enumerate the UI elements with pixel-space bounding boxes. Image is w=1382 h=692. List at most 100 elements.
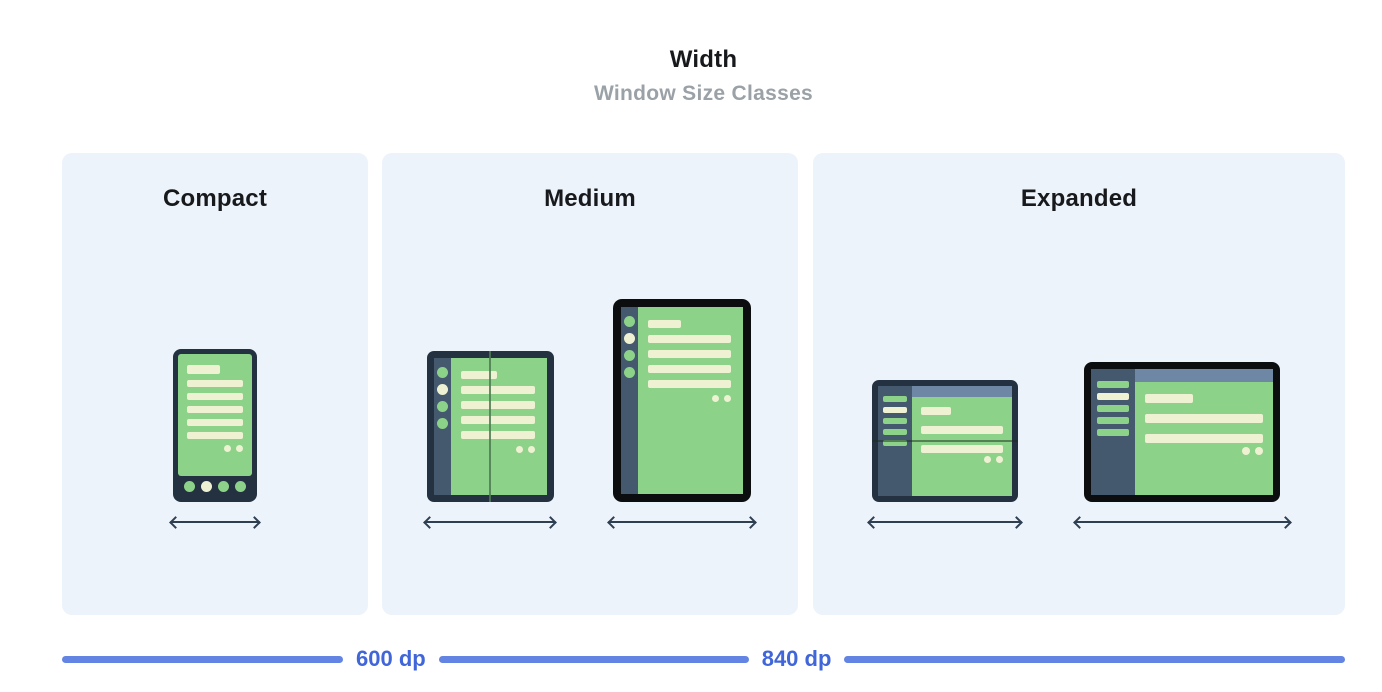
list-line xyxy=(460,386,535,394)
nav-rail xyxy=(433,358,451,495)
device-unit-phone xyxy=(169,349,261,529)
panel-expanded: Expanded xyxy=(813,153,1345,615)
rail-dot-icon xyxy=(624,316,635,327)
scale-line-segment xyxy=(844,655,1345,663)
tablet-portrait-illustration xyxy=(613,299,751,502)
dot-icon xyxy=(712,395,719,402)
arrowhead-right xyxy=(1278,515,1292,529)
panel-medium-devices xyxy=(382,299,798,529)
list-line xyxy=(920,426,1003,434)
action-dots xyxy=(921,456,1003,463)
panel-compact: Compact xyxy=(62,153,368,615)
list-line xyxy=(460,416,535,424)
diagram-title: Width xyxy=(669,46,738,73)
breakpoint-label-600dp: 600 dp xyxy=(356,646,426,671)
list-line xyxy=(648,380,731,388)
action-dots xyxy=(1145,447,1263,455)
breakpoint-scale: 600 dp 840 dp xyxy=(62,643,1345,675)
list-line xyxy=(1145,434,1263,443)
panel-compact-devices xyxy=(62,349,368,529)
panel-compact-label: Compact xyxy=(162,185,268,212)
rail-dot-icon xyxy=(624,350,635,361)
action-dots xyxy=(187,445,243,452)
nav-dot-icon xyxy=(201,481,212,492)
arrow-shaft xyxy=(170,520,260,524)
sidebar-line xyxy=(1097,429,1129,436)
arrowhead-left xyxy=(1072,515,1086,529)
dot-icon xyxy=(724,395,731,402)
dot-icon xyxy=(527,446,535,453)
fold-line xyxy=(871,440,1018,442)
arrow-shaft xyxy=(424,520,556,524)
width-arrow-icon xyxy=(169,515,261,529)
device-screen xyxy=(911,397,1012,496)
phone-screen xyxy=(178,354,252,476)
rail-dot-icon xyxy=(436,367,448,378)
arrowhead-right xyxy=(544,515,557,529)
sidebar-line xyxy=(882,396,907,402)
action-dots xyxy=(648,395,731,402)
dot-icon xyxy=(224,445,231,452)
arrowhead-left xyxy=(607,515,620,529)
panel-expanded-devices xyxy=(813,362,1345,529)
list-line xyxy=(460,431,535,439)
device-unit-foldable-portrait xyxy=(423,351,557,529)
device-unit-foldable-landscape xyxy=(866,380,1023,529)
dot-icon xyxy=(236,445,243,452)
diagram-subtitle: Window Size Classes xyxy=(593,82,814,105)
rail-dot-icon xyxy=(436,401,448,412)
list-line xyxy=(187,393,243,400)
list-line xyxy=(187,432,243,439)
sidebar xyxy=(1091,369,1135,495)
heading-line xyxy=(460,371,497,379)
list-line xyxy=(1145,414,1263,423)
list-line xyxy=(648,335,731,343)
dot-icon xyxy=(1242,447,1250,455)
sidebar-line xyxy=(882,418,907,424)
heading-line xyxy=(920,407,951,415)
arrowhead-right xyxy=(248,515,261,529)
width-arrow-icon xyxy=(866,515,1023,529)
sidebar-line xyxy=(1097,381,1129,388)
list-line xyxy=(648,365,731,373)
device-unit-tablet-landscape xyxy=(1072,362,1292,529)
nav-dot-icon xyxy=(218,481,229,492)
device-screen xyxy=(1135,382,1273,495)
action-dots xyxy=(461,446,535,453)
device-main-area xyxy=(1135,369,1273,495)
device-unit-tablet-portrait xyxy=(607,299,757,529)
nav-dot-icon xyxy=(235,481,246,492)
arrowhead-right xyxy=(1009,515,1023,529)
panel-expanded-label: Expanded xyxy=(1020,185,1138,212)
list-line xyxy=(187,406,243,413)
foldable-landscape-illustration xyxy=(871,380,1018,502)
heading-line xyxy=(648,320,681,328)
dot-icon xyxy=(983,456,991,463)
arrowhead-left xyxy=(169,515,182,529)
device-screen xyxy=(638,307,743,494)
dot-icon xyxy=(1255,447,1263,455)
dot-icon xyxy=(515,446,523,453)
sidebar-line xyxy=(1097,417,1129,424)
device-main-area xyxy=(911,386,1012,496)
rail-dot-icon xyxy=(436,384,448,395)
sidebar-line xyxy=(1097,405,1129,412)
phone-portrait-illustration xyxy=(173,349,257,502)
phone-nav-bar xyxy=(178,476,252,497)
nav-rail xyxy=(621,307,638,494)
foldable-portrait-illustration xyxy=(426,351,554,502)
scale-line-segment xyxy=(438,655,749,663)
breakpoint-label-840dp: 840 dp xyxy=(761,646,832,671)
sidebar-line xyxy=(1097,393,1129,400)
panel-medium: Medium xyxy=(382,153,798,615)
sidebar-line xyxy=(882,407,907,413)
rail-dot-icon xyxy=(436,418,448,429)
arrow-shaft xyxy=(867,520,1022,524)
dot-icon xyxy=(995,456,1003,463)
arrowhead-left xyxy=(866,515,880,529)
arrow-shaft xyxy=(608,520,756,524)
rail-dot-icon xyxy=(624,367,635,378)
top-app-bar xyxy=(911,386,1012,397)
heading-line xyxy=(1145,394,1193,403)
list-line xyxy=(460,401,535,409)
